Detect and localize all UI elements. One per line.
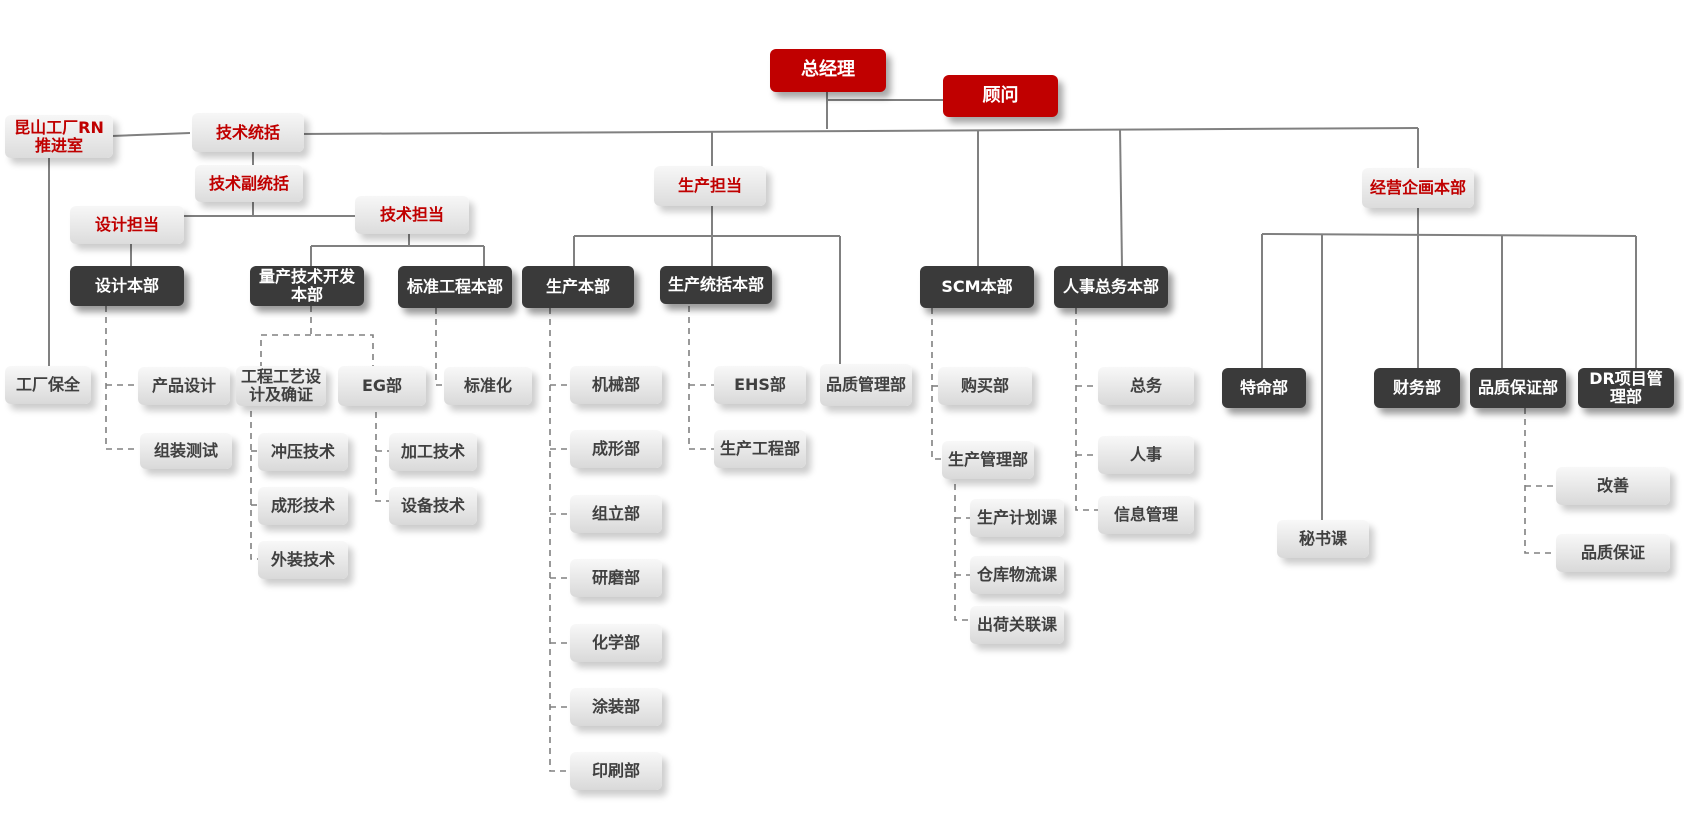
ehs-dept-box[interactable]: EHS部	[714, 366, 806, 404]
forming-tech-box[interactable]: 成形技术	[258, 487, 348, 525]
planning-hq-box[interactable]: 经营企画本部	[1362, 168, 1474, 208]
machine-dept-box[interactable]: 机械部	[570, 366, 662, 404]
finance-dept-box[interactable]: 财务部	[1374, 368, 1460, 408]
prod-eng-dept-box[interactable]: 生产工程部	[714, 430, 806, 468]
tech-general-box[interactable]: 技术统括	[192, 113, 304, 152]
general-affairs-box[interactable]: 总务	[1098, 367, 1194, 405]
ceo-box[interactable]: 总经理	[770, 49, 886, 92]
qa-box[interactable]: 品质保证	[1556, 534, 1670, 572]
hr-hq-box[interactable]: 人事总务本部	[1054, 266, 1168, 308]
tech-deputy-box[interactable]: 技术副统括	[195, 165, 303, 202]
info-mgmt-box[interactable]: 信息管理	[1098, 496, 1194, 534]
purchasing-box[interactable]: 购买部	[938, 367, 1032, 405]
logistics-section-box[interactable]: 仓库物流课	[970, 556, 1064, 594]
standardization-box[interactable]: 标准化	[444, 367, 532, 405]
production-lead-box[interactable]: 生产担当	[654, 166, 766, 206]
production-general-hq-box[interactable]: 生产统括本部	[660, 266, 772, 304]
stamping-box[interactable]: 冲压技术	[258, 433, 348, 471]
coating-dept-box[interactable]: 涂装部	[570, 688, 662, 726]
machining-tech-box[interactable]: 加工技术	[389, 433, 477, 471]
planning-section-box[interactable]: 生产计划课	[970, 499, 1064, 537]
eg-dept-box[interactable]: EG部	[338, 366, 426, 406]
equipment-tech-box[interactable]: 设备技术	[389, 487, 477, 525]
chemical-dept-box[interactable]: 化学部	[570, 624, 662, 662]
printing-dept-box[interactable]: 印刷部	[570, 752, 662, 790]
grinding-dept-box[interactable]: 研磨部	[570, 559, 662, 597]
product-design-box[interactable]: 产品设计	[138, 367, 230, 405]
secretary-section-box[interactable]: 秘书课	[1277, 520, 1369, 558]
assembly-test-box[interactable]: 组装测试	[140, 433, 232, 469]
design-hq-box[interactable]: 设计本部	[70, 266, 184, 306]
process-confirm-box[interactable]: 工程工艺设 计及确证	[236, 366, 326, 406]
tech-lead-box[interactable]: 技术担当	[355, 196, 469, 234]
personnel-box[interactable]: 人事	[1098, 436, 1194, 474]
improvement-box[interactable]: 改善	[1556, 467, 1670, 505]
prod-mgmt-box[interactable]: 生产管理部	[942, 441, 1034, 479]
quality-mgmt-box[interactable]: 品质管理部	[820, 364, 912, 406]
mass-prod-tech-box[interactable]: 量产技术开发 本部	[250, 266, 364, 306]
qa-dept-box[interactable]: 品质保证部	[1470, 368, 1566, 408]
factory-security-box[interactable]: 工厂保全	[5, 366, 91, 404]
production-hq-box[interactable]: 生产本部	[522, 266, 634, 308]
exterior-tech-box[interactable]: 外装技术	[258, 541, 348, 579]
std-eng-hq-box[interactable]: 标准工程本部	[398, 266, 512, 308]
forming-dept-box[interactable]: 成形部	[570, 430, 662, 468]
advisor-box[interactable]: 顾问	[943, 75, 1058, 117]
special-dept-box[interactable]: 特命部	[1222, 368, 1306, 408]
assembly-dept-box[interactable]: 组立部	[570, 495, 662, 533]
design-lead-box[interactable]: 设计担当	[70, 206, 184, 244]
scm-hq-box[interactable]: SCM本部	[920, 266, 1034, 308]
shipping-section-box[interactable]: 出荷关联课	[970, 606, 1064, 644]
rn-office-box[interactable]: 昆山工厂RN 推进室	[5, 115, 113, 158]
dr-dept-box[interactable]: DR项目管 理部	[1578, 368, 1674, 408]
